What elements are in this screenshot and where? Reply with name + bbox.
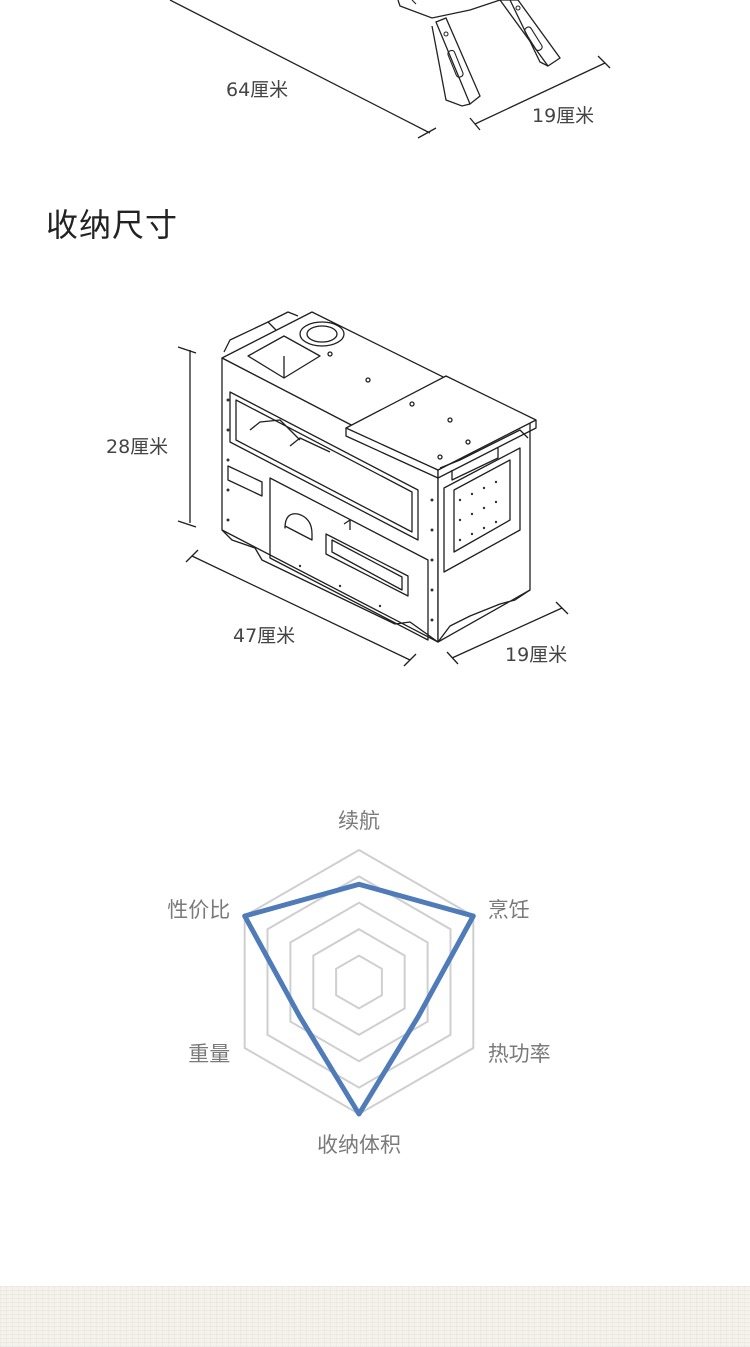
storage-length-label: 47厘米: [233, 625, 296, 647]
radar-axis-label-4: 重量: [188, 1042, 230, 1066]
storage-height-label: 28厘米: [106, 436, 169, 458]
storage-depth-label: 19厘米: [505, 644, 568, 666]
top-depth-label: 19厘米: [532, 105, 595, 127]
radar-axis-label-5: 性价比: [167, 898, 230, 922]
radar-grid-ring-3: [289, 901, 429, 1063]
radar-axis-label-2: 热功率: [488, 1042, 551, 1066]
radar-series: [242, 881, 476, 1117]
stove-storage-drawing: [177, 311, 569, 667]
stove-legs-drawing: [169, 0, 611, 139]
radar-grid-ring-2: [312, 928, 406, 1036]
footer-texture-band: [0, 1286, 750, 1347]
radar-series-line-0: [242, 881, 476, 1117]
top-length-label: 64厘米: [226, 79, 289, 101]
radar-grid-ring-4: [266, 875, 452, 1089]
radar-axis-label-1: 烹饪: [488, 898, 530, 922]
radar-axis-label-0: 续航: [338, 809, 380, 833]
section-title: 收纳尺寸: [46, 206, 179, 244]
radar-axis-label-3: 收纳体积: [317, 1133, 401, 1157]
radar-grid-ring-1: [335, 954, 383, 1010]
